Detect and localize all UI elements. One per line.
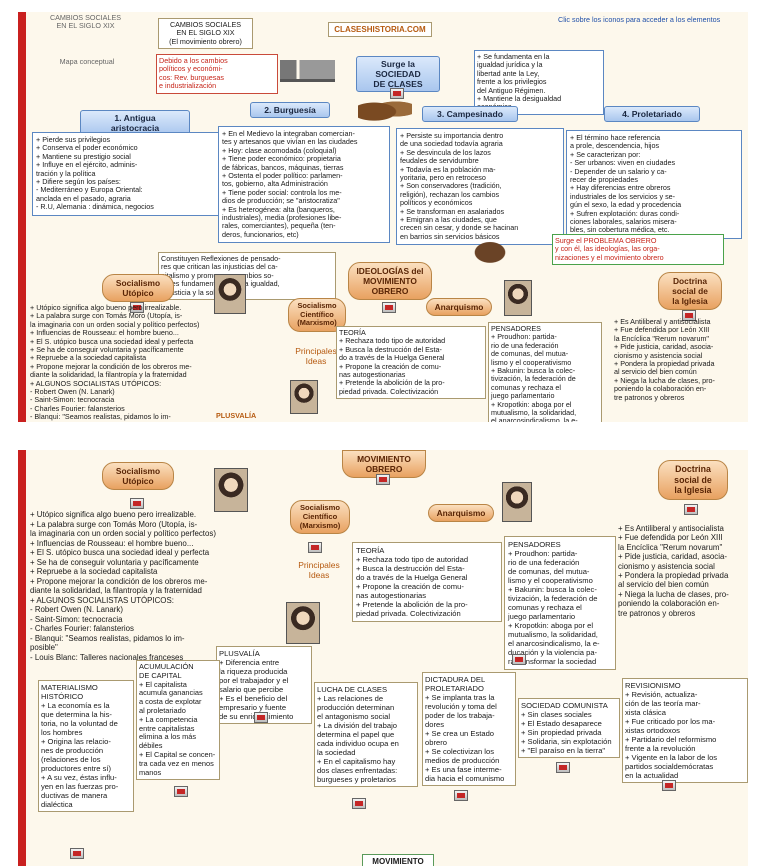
lucha-clases-box: LUCHA DE CLASES + Las relaciones de prod… (314, 682, 418, 787)
media-icon[interactable] (376, 474, 390, 485)
doctrina-node: Doctrina social de la Iglesia (658, 272, 722, 310)
acumulacion-box: ACUMULACIÓN DE CAPITAL + El capitalista … (136, 660, 220, 781)
utopico-text: + Utópico significa algo bueno pero irre… (30, 303, 200, 422)
media-icon[interactable] (308, 542, 322, 553)
ideologias-node: IDEOLOGÍAS del MOVIMIENTO OBRERO (348, 262, 432, 300)
media-icon[interactable] (662, 780, 676, 791)
media-icon[interactable] (512, 654, 526, 665)
plusvalia-label-top: PLUSVALÍA (216, 411, 257, 420)
constituyen-box: Constituyen Reflexiones de pensado- res … (158, 252, 336, 301)
teoria-anarquismo-2: TEORÍA + Rechaza todo tipo de autoridad … (352, 542, 502, 622)
movimiento-obrero-node: MOVIMIENTO OBRERO (342, 450, 426, 478)
proletariado-box: + El término hace referencia a prole, de… (566, 130, 742, 239)
materialismo-box: MATERIALISMO HISTÓRICO + La economía es … (38, 680, 134, 812)
site-logo[interactable]: CLASESHISTORIA.COM (328, 22, 432, 38)
media-icon[interactable] (352, 798, 366, 809)
proudhon-portrait-2[interactable] (502, 482, 532, 522)
revisionismo-box: REVISIONISMO + Revisión, actualiza- ción… (622, 678, 748, 783)
media-icon[interactable] (382, 302, 396, 313)
anarquismo-node: Anarquismo (426, 298, 492, 316)
concept-map-bottom-panel: MOVIMIENTO OBRERO Socialismo Utópico + U… (18, 450, 748, 866)
concept-map-top-panel: CAMBIOS SOCIALES EN EL SIGLO XIX Mapa co… (18, 12, 748, 422)
doctrina-text: + Es Antiliberal y antisocialista + Fue … (614, 317, 715, 402)
header-burguesia: 2. Burguesía (250, 102, 330, 118)
utopico-text-2: + Utópico significa algo bueno pero irre… (30, 510, 216, 662)
header-aristocracia: 1. Antigua aristocracia (80, 110, 190, 136)
cientifico-node: Socialismo Científico (Marxismo) (288, 298, 346, 332)
media-icon[interactable] (682, 310, 696, 321)
utopico-node: Socialismo Utópico (102, 274, 174, 302)
marx-portrait[interactable] (290, 380, 318, 414)
surge-sociedad-clases: Surge la SOCIEDAD DE CLASES (356, 56, 440, 92)
owen-portrait[interactable] (214, 274, 246, 314)
header-campesinado: 3. Campesinado (422, 106, 518, 122)
media-icon[interactable] (130, 302, 144, 313)
header-proletariado: 4. Proletariado (604, 106, 700, 122)
media-icon[interactable] (130, 498, 144, 509)
principales-ideas: Principales Ideas (295, 346, 337, 366)
instructions-note: Clic sobre los iconos para acceder a los… (558, 15, 721, 24)
principales-ideas-2: Principales Ideas (298, 560, 340, 580)
owen-portrait-2[interactable] (214, 468, 248, 512)
peasants-image (358, 96, 412, 122)
cientifico-node-2: Socialismo Científico (Marxismo) (290, 500, 350, 535)
marx-portrait-2[interactable] (286, 602, 320, 644)
workers-image (460, 232, 520, 266)
media-icon[interactable] (174, 786, 188, 797)
debido-box: Debido a los cambios políticos y económi… (156, 54, 278, 94)
movimiento-tab: MOVIMIENTO (362, 854, 434, 866)
campesinado-box: + Persiste su importancia dentro de una … (396, 128, 564, 246)
fundamenta-box: + Se fundamenta en la igualdad jurídica … (474, 50, 604, 115)
left-accent-bar (18, 12, 26, 422)
surge-problema-obrero: Surge el PROBLEMA OBRERO y con él, las i… (552, 234, 724, 266)
teoria-anarquismo: TEORÍA + Rechaza todo tipo de autoridad … (336, 326, 486, 400)
aristocracia-box: + Pierde sus privilegios + Conserva el p… (32, 132, 224, 216)
doctrina-node-2: Doctrina social de la Iglesia (658, 460, 728, 500)
sociedad-comunista-box: SOCIEDAD COMUNISTA + Sin clases sociales… (518, 698, 620, 758)
media-icon[interactable] (454, 790, 468, 801)
media-icon[interactable] (684, 504, 698, 515)
cambios-title-small: CAMBIOS SOCIALES EN EL SIGLO XIX (49, 13, 122, 31)
doctrina-text-2: + Es Antiliberal y antisocialista + Fue … (618, 524, 729, 618)
cambios-title-box: CAMBIOS SOCIALES EN EL SIGLO XIX (El mov… (158, 18, 253, 50)
pensadores-anarquismo-2: PENSADORES + Proudhon: partida- rio de u… (504, 536, 616, 670)
burguesia-box: + En el Medievo la integraban comercian-… (218, 126, 390, 244)
train-icon (280, 60, 335, 82)
media-icon[interactable] (556, 762, 570, 773)
pensadores-anarquismo: PENSADORES + Proudhon: partida- rio de u… (488, 322, 602, 422)
anarquismo-node-2: Anarquismo (428, 504, 494, 522)
utopico-node-2: Socialismo Utópico (102, 462, 174, 490)
dictadura-box: DICTADURA DEL PROLETARIADO + Se implanta… (422, 672, 516, 786)
mapa-conceptual-label[interactable]: Mapa conceptual (59, 57, 115, 66)
left-accent-bar (18, 450, 26, 866)
media-icon[interactable] (254, 712, 268, 723)
media-icon[interactable] (70, 848, 84, 859)
proudhon-portrait[interactable] (504, 280, 532, 316)
